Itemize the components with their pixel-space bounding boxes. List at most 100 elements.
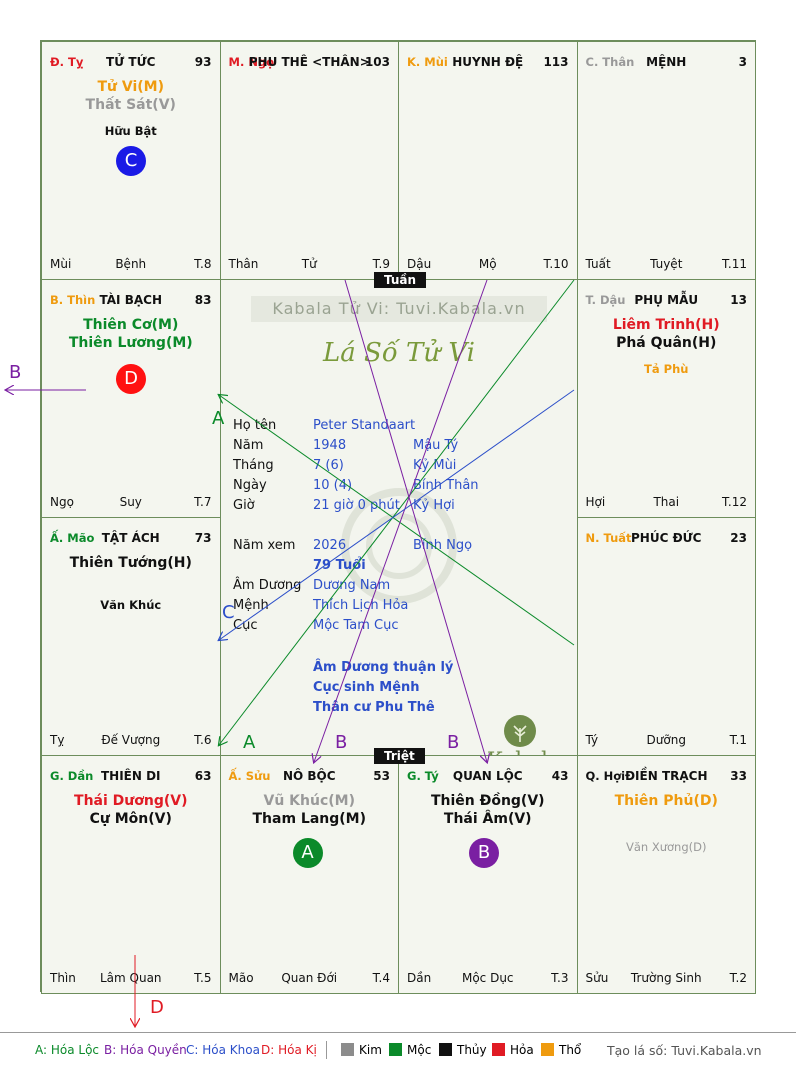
legend-hoa-quyen: B: Hóa Quyền <box>104 1043 187 1057</box>
palace-number: 53 <box>373 769 390 783</box>
main-star: Vũ Khúc(M) <box>263 793 356 809</box>
palace-name: TÀI BẠCH <box>99 293 162 307</box>
triet-tag: Triệt <box>374 748 425 764</box>
footer-month: T.11 <box>722 257 747 271</box>
note-1: Âm Dương thuận lý <box>313 660 454 675</box>
legend-hoa-khoa: C: Hóa Khoa <box>186 1043 260 1057</box>
palace-branch: B. Thìn <box>50 293 96 307</box>
palace-number: 33 <box>730 769 747 783</box>
palace-number: 13 <box>730 293 747 307</box>
footer-stage: Dưỡng <box>646 733 686 747</box>
main-star: Thiên Tướng(H) <box>69 555 192 571</box>
footer-month: T.1 <box>729 733 747 747</box>
center-panel: Kabala Tử Vi: Tuvi.Kabala.vn Lá Số Tử Vi… <box>221 280 577 772</box>
footer-branch: Thân <box>228 257 259 271</box>
palace-name: TẬT ÁCH <box>101 531 160 545</box>
footer-branch: Sửu <box>585 971 609 985</box>
palace-name: THIÊN DI <box>100 769 161 783</box>
footer-month: T.4 <box>372 971 390 985</box>
row-label: Giờ <box>233 498 255 513</box>
main-star: Liêm Trinh(H) <box>612 317 720 333</box>
footer-branch: Mão <box>228 971 254 985</box>
legend-divider <box>326 1041 327 1059</box>
legend-thuy: Thủy <box>439 1043 487 1057</box>
line-a-1 <box>219 395 575 646</box>
footer-stage: Đế Vượng <box>101 733 161 747</box>
line-b-1 <box>344 279 487 762</box>
thuy-swatch <box>439 1043 452 1056</box>
palace-branch: C. Thân <box>585 55 635 69</box>
palace-number: 83 <box>194 293 212 307</box>
footer-branch: Tuất <box>585 257 611 271</box>
footer-branch: Thìn <box>50 971 76 985</box>
main-stars: Thiên Phủ(D) <box>578 792 756 810</box>
line-b-2 <box>314 279 488 762</box>
footer-stage: Tử <box>301 257 317 271</box>
tuan-tag: Tuần <box>374 272 427 288</box>
note-3: Thân cư Phu Thê <box>313 700 435 715</box>
legend-moc: Mộc <box>389 1043 431 1057</box>
palace-name: MỆNH <box>646 55 687 69</box>
main-stars: Thái Dương(V)Cự Môn(V) <box>42 792 220 828</box>
main-star: Phá Quân(H) <box>616 335 717 351</box>
legend-hoa-ki: D: Hóa Kị <box>261 1043 317 1057</box>
kim-swatch <box>341 1043 354 1056</box>
badge-c: C <box>116 146 146 176</box>
footer-branch: Tỵ <box>50 733 65 747</box>
main-stars: Tử Vi(M)Thất Sát(V) <box>42 78 220 114</box>
main-star: Cự Môn(V) <box>89 811 172 827</box>
row-value: Thích Lịch Hỏa <box>313 598 409 613</box>
line-a-2 <box>219 279 575 745</box>
footer-month: T.10 <box>543 257 569 271</box>
row-value: 1948 <box>313 438 347 453</box>
site-watermark: Kabala Tử Vi: Tuvi.Kabala.vn <box>251 296 547 322</box>
logo-title: Lá Số Tử Vi <box>322 338 475 368</box>
palace-name: PHU THÊ <THÂN> <box>248 55 370 69</box>
palace-number: 103 <box>364 55 390 69</box>
badge-d: D <box>116 364 146 394</box>
palace-number: 93 <box>194 55 212 69</box>
main-star: Thiên Đồng(V) <box>430 793 545 809</box>
palace-branch: Q. Hợi <box>585 769 626 783</box>
main-stars: Liêm Trinh(H) Phá Quân(H) <box>578 316 756 352</box>
legend-bar: A: Hóa Lộc B: Hóa Quyền C: Hóa Khoa D: H… <box>0 1032 796 1071</box>
row-value: Dương Nam <box>313 578 391 593</box>
footer-branch: Mùi <box>50 257 72 271</box>
footer-month: T.3 <box>551 971 569 985</box>
row-label: Tháng <box>233 458 274 473</box>
row-label: Năm <box>233 438 264 453</box>
footer-month: T.7 <box>194 495 212 509</box>
row-canchi: Bính Thân <box>413 478 479 493</box>
credit-link[interactable]: Tạo lá số: Tuvi.Kabala.vn <box>607 1043 762 1058</box>
palace-branch: N. Tuất <box>585 531 632 545</box>
palace-number: 113 <box>543 55 569 69</box>
